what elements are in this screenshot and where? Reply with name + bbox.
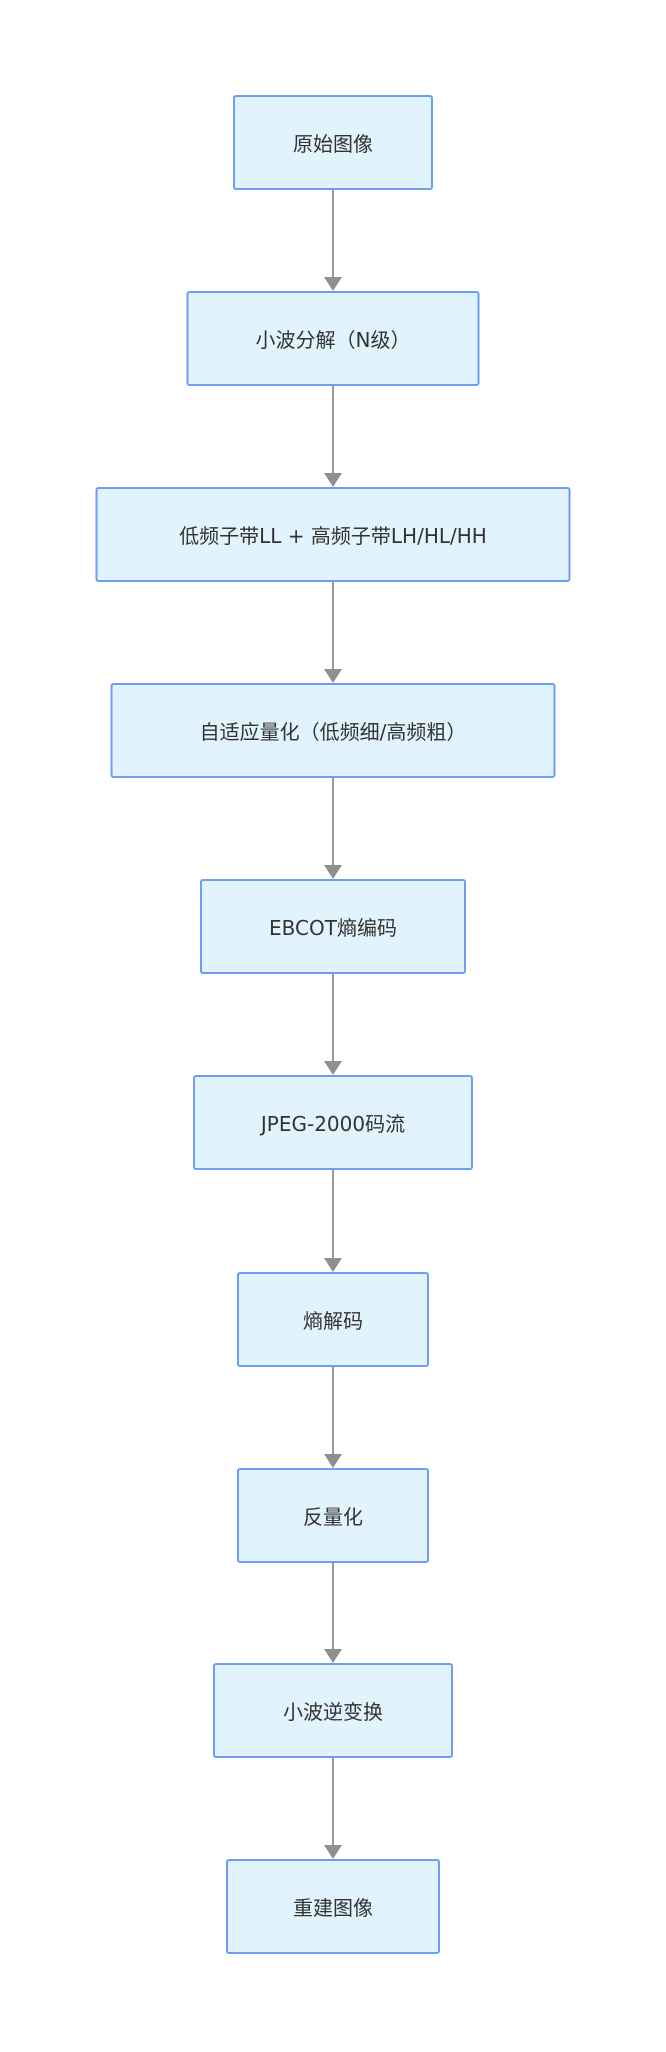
arrow-line <box>332 1367 334 1455</box>
arrow-down-icon <box>324 1845 342 1859</box>
node-adaptive-quantization: 自适应量化（低频细/高频粗） <box>110 683 556 778</box>
arrow-line <box>332 1758 334 1846</box>
arrow-down-icon <box>324 1061 342 1075</box>
arrow-line <box>332 778 334 866</box>
flow-arrow-2 <box>324 386 342 487</box>
arrow-down-icon <box>324 1258 342 1272</box>
flow-arrow-4 <box>324 778 342 879</box>
node-jpeg2000-bitstream: JPEG-2000码流 <box>193 1075 473 1170</box>
arrow-down-icon <box>324 473 342 487</box>
arrow-down-icon <box>324 865 342 879</box>
arrow-line <box>332 1170 334 1259</box>
flow-arrow-8 <box>324 1563 342 1663</box>
arrow-line <box>332 582 334 670</box>
arrow-line <box>332 974 334 1062</box>
flow-arrow-7 <box>324 1367 342 1468</box>
arrow-down-icon <box>324 277 342 291</box>
node-reconstructed-image: 重建图像 <box>226 1859 440 1954</box>
flow-arrow-5 <box>324 974 342 1075</box>
node-dequantization: 反量化 <box>237 1468 429 1563</box>
arrow-line <box>332 190 334 278</box>
flow-arrow-3 <box>324 582 342 683</box>
arrow-down-icon <box>324 1649 342 1663</box>
flow-arrow-6 <box>324 1170 342 1272</box>
arrow-line <box>332 1563 334 1650</box>
node-ebcot-entropy-coding: EBCOT熵编码 <box>200 879 466 974</box>
node-entropy-decoding: 熵解码 <box>237 1272 429 1367</box>
node-original-image: 原始图像 <box>233 95 433 190</box>
node-subbands: 低频子带LL + 高频子带LH/HL/HH <box>95 487 571 582</box>
flow-arrow-1 <box>324 190 342 291</box>
arrow-line <box>332 386 334 474</box>
node-inverse-wavelet-transform: 小波逆变换 <box>213 1663 453 1758</box>
arrow-down-icon <box>324 1454 342 1468</box>
arrow-down-icon <box>324 669 342 683</box>
flow-arrow-9 <box>324 1758 342 1859</box>
node-wavelet-decomposition: 小波分解（N级） <box>186 291 480 386</box>
